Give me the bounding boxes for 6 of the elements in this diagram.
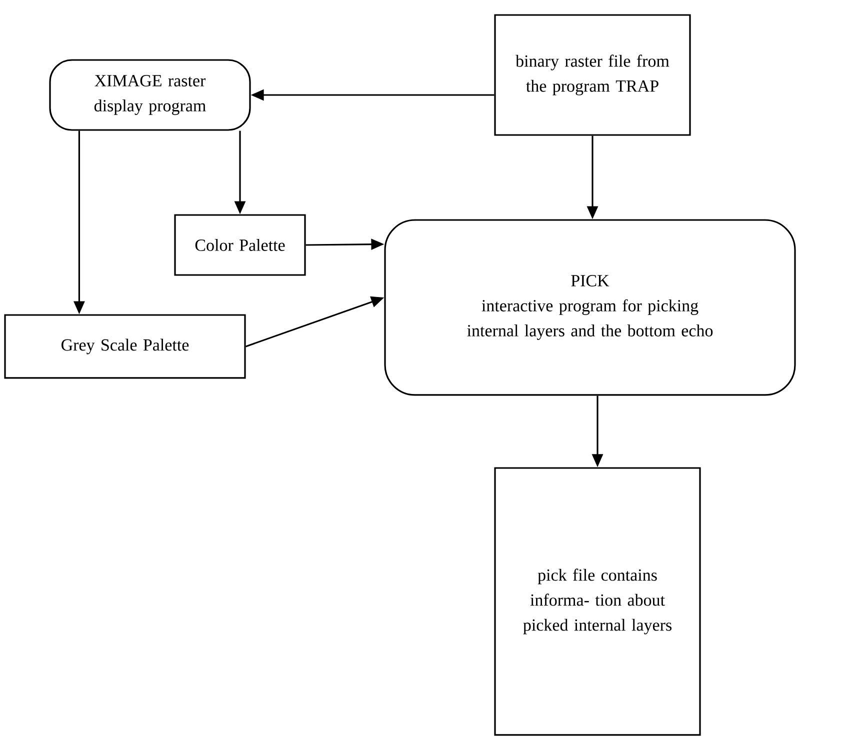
process-box: pick file contains informa- tion about picked internal layers — [494, 467, 701, 736]
rounded-process-box: XIMAGE raster display program — [49, 59, 251, 131]
process-box: Grey Scale Palette — [4, 314, 246, 379]
process-box: Color Palette — [174, 214, 306, 276]
rounded-process-box: PICK interactive program for picking internal layers and the bottom echo — [384, 219, 796, 396]
process-box: binary raster file from the program TRAP — [494, 14, 691, 136]
